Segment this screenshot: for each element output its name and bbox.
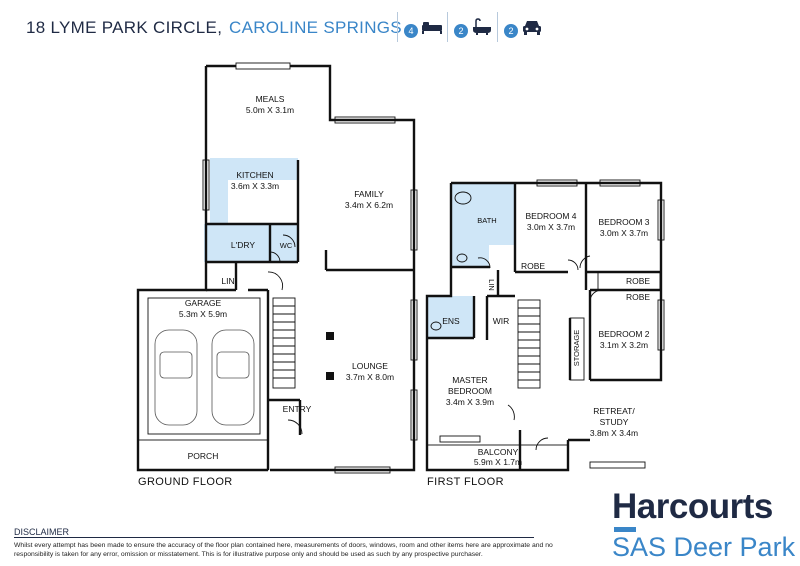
room-label-balcony: BALCONY bbox=[478, 447, 519, 457]
room-label-master-2: BEDROOM bbox=[448, 386, 492, 396]
room-label-entry: ENTRY bbox=[283, 404, 312, 414]
room-size-retreat: 3.8m X 3.4m bbox=[590, 428, 638, 438]
kitchen-bench bbox=[210, 158, 298, 180]
room-label-bedroom-2: BEDROOM 2 bbox=[598, 329, 649, 339]
suburb: CAROLINE SPRINGS bbox=[229, 18, 402, 37]
bed-icon bbox=[422, 22, 442, 34]
ensuite-area bbox=[427, 296, 474, 338]
room-label-bedroom-4: BEDROOM 4 bbox=[525, 211, 576, 221]
header-divider bbox=[447, 12, 448, 42]
first-floor-label: FIRST FLOOR bbox=[427, 476, 504, 488]
room-label-bedroom-3: BEDROOM 3 bbox=[598, 217, 649, 227]
room-label-master-1: MASTER bbox=[452, 375, 487, 385]
wet-areas bbox=[204, 158, 515, 338]
brand-logo-name: Harcourts bbox=[612, 487, 773, 526]
header-divider bbox=[497, 12, 498, 42]
room-size-lounge: 3.7m X 8.0m bbox=[346, 372, 394, 382]
first-floor-walls bbox=[425, 181, 663, 472]
room-label-retreat-2: STUDY bbox=[600, 417, 629, 427]
room-size-garage: 5.3m X 5.9m bbox=[179, 309, 227, 319]
disclaimer-divider bbox=[14, 537, 534, 538]
disclaimer-text: Whilst every attempt has been made to en… bbox=[14, 542, 553, 558]
ground-stairs bbox=[272, 297, 296, 389]
header-divider bbox=[397, 12, 398, 42]
room-label-kitchen: KITCHEN bbox=[236, 170, 273, 180]
room-label-storage: STORAGE bbox=[572, 330, 581, 367]
room-label-bath: BATH bbox=[477, 216, 496, 225]
room-label-meals: MEALS bbox=[256, 94, 285, 104]
room-label-family: FAMILY bbox=[354, 189, 384, 199]
room-size-bedroom-3: 3.0m X 3.7m bbox=[600, 228, 648, 238]
room-label-linen-ground: LIN bbox=[221, 276, 234, 286]
room-size-master: 3.4m X 3.9m bbox=[446, 397, 494, 407]
bath-icon bbox=[473, 18, 491, 35]
first-floor-thin-lines bbox=[426, 179, 665, 471]
brand-office: SAS Deer Park bbox=[612, 532, 796, 562]
ground-floor-thin-lines bbox=[137, 62, 418, 474]
bath-area bbox=[451, 183, 515, 245]
room-label-laundry: L'DRY bbox=[231, 240, 255, 250]
room-label-robe-3: ROBE bbox=[626, 276, 650, 286]
ground-floor-walls bbox=[136, 64, 416, 472]
room-label-porch: PORCH bbox=[188, 451, 219, 461]
kitchen-side-bench bbox=[210, 180, 228, 224]
address-line: 18 LYME PARK CIRCLE, bbox=[26, 18, 223, 37]
room-label-robe-2: ROBE bbox=[626, 292, 650, 302]
room-label-ensuite: ENS bbox=[442, 316, 460, 326]
first-stairs bbox=[517, 299, 541, 389]
room-label-wc: WC bbox=[280, 241, 293, 250]
bathroom-count-badge: 2 bbox=[454, 24, 468, 38]
first-wc-area bbox=[451, 245, 489, 267]
room-label-linen-first: LIN bbox=[487, 279, 496, 291]
column bbox=[326, 372, 334, 380]
room-size-meals: 5.0m X 3.1m bbox=[246, 105, 294, 115]
room-label-garage: GARAGE bbox=[185, 298, 222, 308]
room-label-wir: WIR bbox=[493, 316, 510, 326]
ground-floor-label: GROUND FLOOR bbox=[138, 476, 233, 488]
column bbox=[326, 332, 334, 340]
garage-count-badge: 2 bbox=[504, 24, 518, 38]
bedroom-count-badge: 4 bbox=[404, 24, 418, 38]
car-icon bbox=[523, 21, 541, 35]
room-size-family: 3.4m X 6.2m bbox=[345, 200, 393, 210]
room-size-balcony: 5.9m X 1.7m bbox=[474, 457, 522, 467]
room-size-bedroom-2: 3.1m X 3.2m bbox=[600, 340, 648, 350]
room-label-robe-4: ROBE bbox=[521, 261, 545, 271]
room-size-kitchen: 3.6m X 3.3m bbox=[231, 181, 279, 191]
garage-cars bbox=[154, 329, 255, 426]
room-label-lounge: LOUNGE bbox=[352, 361, 388, 371]
room-label-retreat-1: RETREAT/ bbox=[593, 406, 635, 416]
disclaimer-title: DISCLAIMER bbox=[14, 527, 70, 537]
brand-accent-bar bbox=[614, 527, 636, 532]
room-size-bedroom-4: 3.0m X 3.7m bbox=[527, 222, 575, 232]
laundry-area bbox=[204, 224, 298, 262]
